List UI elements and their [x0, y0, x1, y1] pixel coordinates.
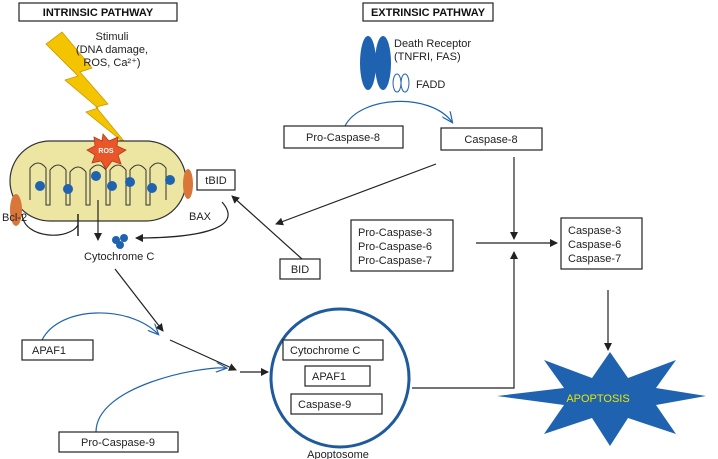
apaf1-box: APAF1 [21, 339, 94, 361]
cytochrome-to-apoptosome-arrow [114, 268, 164, 332]
apoptosome: Cytochrome C APAF1 Caspase-9 [269, 307, 411, 449]
apoptosis-star [497, 352, 706, 446]
svg-text:Pro-Caspase-9: Pro-Caspase-9 [81, 437, 155, 449]
svg-text:Pro-Caspase-8: Pro-Caspase-8 [306, 132, 380, 144]
pro-caspase-8-box: Pro-Caspase-8 [283, 125, 404, 149]
caspase-8-box: Caspase-8 [440, 127, 543, 151]
cytochrome-c-label: Cytochrome C [84, 251, 154, 263]
pro-caspases-box: Pro-Caspase-3 Pro-Caspase-6 Pro-Caspase-… [350, 219, 454, 272]
caspases-box: Caspase-3 Caspase-6 Caspase-7 [560, 217, 643, 270]
pro-caspase-9-box: Pro-Caspase-9 [58, 431, 179, 453]
svg-text:Pro-Caspase-3: Pro-Caspase-3 [358, 227, 432, 239]
bcl-2-label: Bcl-2 [2, 212, 27, 224]
bcl-2-inhibition-line [21, 213, 79, 236]
svg-text:INTRINSIC PATHWAY: INTRINSIC PATHWAY [43, 7, 154, 19]
bax-release-arrow [135, 201, 229, 242]
pro-caspase-9-binding-arrow [95, 368, 226, 433]
death-receptor-label: Death Receptor [394, 38, 471, 50]
svg-text:Caspase-7: Caspase-7 [568, 253, 621, 265]
mitochondrion [9, 140, 187, 222]
apoptosome-cytochrome-c: Cytochrome C [290, 345, 360, 357]
caspase-8-to-bid-arrow [275, 163, 437, 226]
lightning-bolt-icon [45, 31, 129, 147]
ros-burst-icon [86, 133, 127, 170]
death-receptor-detail: (TNFRI, FAS) [394, 51, 461, 63]
stimuli-detail-2: ROS, Ca²⁺) [83, 57, 140, 69]
bcl-2-protein [10, 194, 22, 226]
bax-protein [183, 169, 193, 199]
svg-text:EXTRINSIC PATHWAY: EXTRINSIC PATHWAY [371, 7, 486, 19]
svg-text:tBID: tBID [205, 175, 226, 187]
fadd-activation-arrow [344, 100, 452, 127]
apoptosome-caspase-9: Caspase-9 [298, 399, 351, 411]
svg-text:Pro-Caspase-6: Pro-Caspase-6 [358, 241, 432, 253]
assembly-arrow [169, 339, 237, 371]
cytochrome-c-molecules [112, 234, 128, 249]
tbid-box: tBID [196, 169, 236, 191]
extrinsic-header: EXTRINSIC PATHWAY [362, 2, 494, 22]
apaf1-binding-arrow [41, 312, 158, 341]
bid-to-tbid-arrow [231, 195, 303, 260]
svg-text:Pro-Caspase-7: Pro-Caspase-7 [358, 255, 432, 267]
svg-text:BID: BID [291, 264, 309, 276]
bid-box: BID [279, 258, 321, 280]
apoptosome-to-executioner-arrow [412, 251, 518, 389]
svg-text:Caspase-8: Caspase-8 [464, 134, 517, 146]
bax-label: BAX [189, 211, 212, 223]
fadd-label: FADD [416, 79, 445, 91]
svg-text:Caspase-6: Caspase-6 [568, 239, 621, 251]
apoptosis-label: APOPTOSIS [566, 393, 629, 405]
ros-label: ROS [98, 148, 114, 155]
svg-text:APAF1: APAF1 [32, 345, 66, 357]
death-receptor-icon [360, 36, 410, 93]
stimuli-label: Stimuli [95, 31, 128, 43]
intrinsic-header: INTRINSIC PATHWAY [18, 2, 178, 22]
apoptosome-label: Apoptosome [307, 449, 369, 459]
stimuli-detail-1: (DNA damage, [76, 44, 148, 56]
apoptosome-apaf1: APAF1 [312, 371, 346, 383]
svg-text:Caspase-3: Caspase-3 [568, 225, 621, 237]
